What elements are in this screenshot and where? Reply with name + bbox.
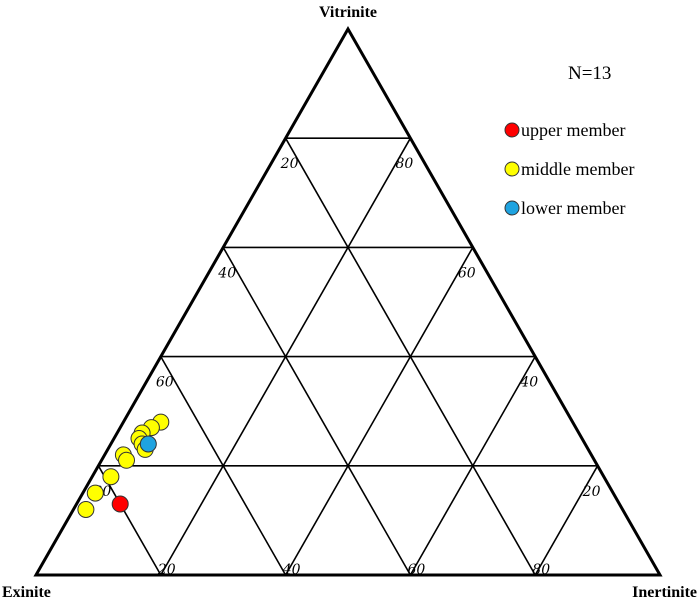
data-point (139, 435, 157, 453)
data-point (102, 468, 120, 486)
legend-marker (504, 122, 520, 138)
tick-label-right: 80 (395, 156, 413, 172)
grid-line (222, 247, 412, 576)
data-point (118, 451, 135, 469)
legend-label: lower member (521, 198, 625, 218)
vertex-label-vitrinite: Vitrinite (319, 4, 377, 21)
grid-line (160, 356, 287, 576)
vertex-label-inertinite: Inertinite (632, 584, 697, 601)
tick-labels: 204060808060402020406080 (93, 156, 600, 578)
tick-label-left: 40 (217, 265, 236, 281)
legend-marker (504, 200, 520, 216)
legend-label: middle member (521, 159, 634, 179)
data-point (111, 495, 129, 513)
tick-label-left: 20 (280, 156, 299, 172)
sample-count: N=13 (568, 63, 611, 84)
grid-line (534, 465, 599, 576)
tick-label-right: 20 (582, 484, 601, 500)
tick-label-bottom: 20 (157, 562, 176, 578)
triangle-outline (33, 25, 663, 577)
data-point (86, 484, 104, 502)
tick-label-left: 60 (156, 375, 174, 391)
tick-label-right: 40 (519, 375, 538, 391)
grid-line (409, 356, 536, 576)
grid-line (284, 247, 474, 576)
legend: upper member middle member lower member (504, 120, 634, 218)
tick-label-bottom: 40 (282, 562, 301, 578)
vertex-label-exinite: Exinite (2, 584, 51, 601)
legend-marker (504, 161, 520, 177)
tick-label-bottom: 60 (407, 562, 425, 578)
data-point (77, 501, 95, 518)
tick-label-right: 60 (458, 265, 476, 281)
data-points (77, 413, 170, 518)
tick-label-bottom: 80 (532, 562, 550, 578)
legend-label: upper member (521, 120, 625, 140)
